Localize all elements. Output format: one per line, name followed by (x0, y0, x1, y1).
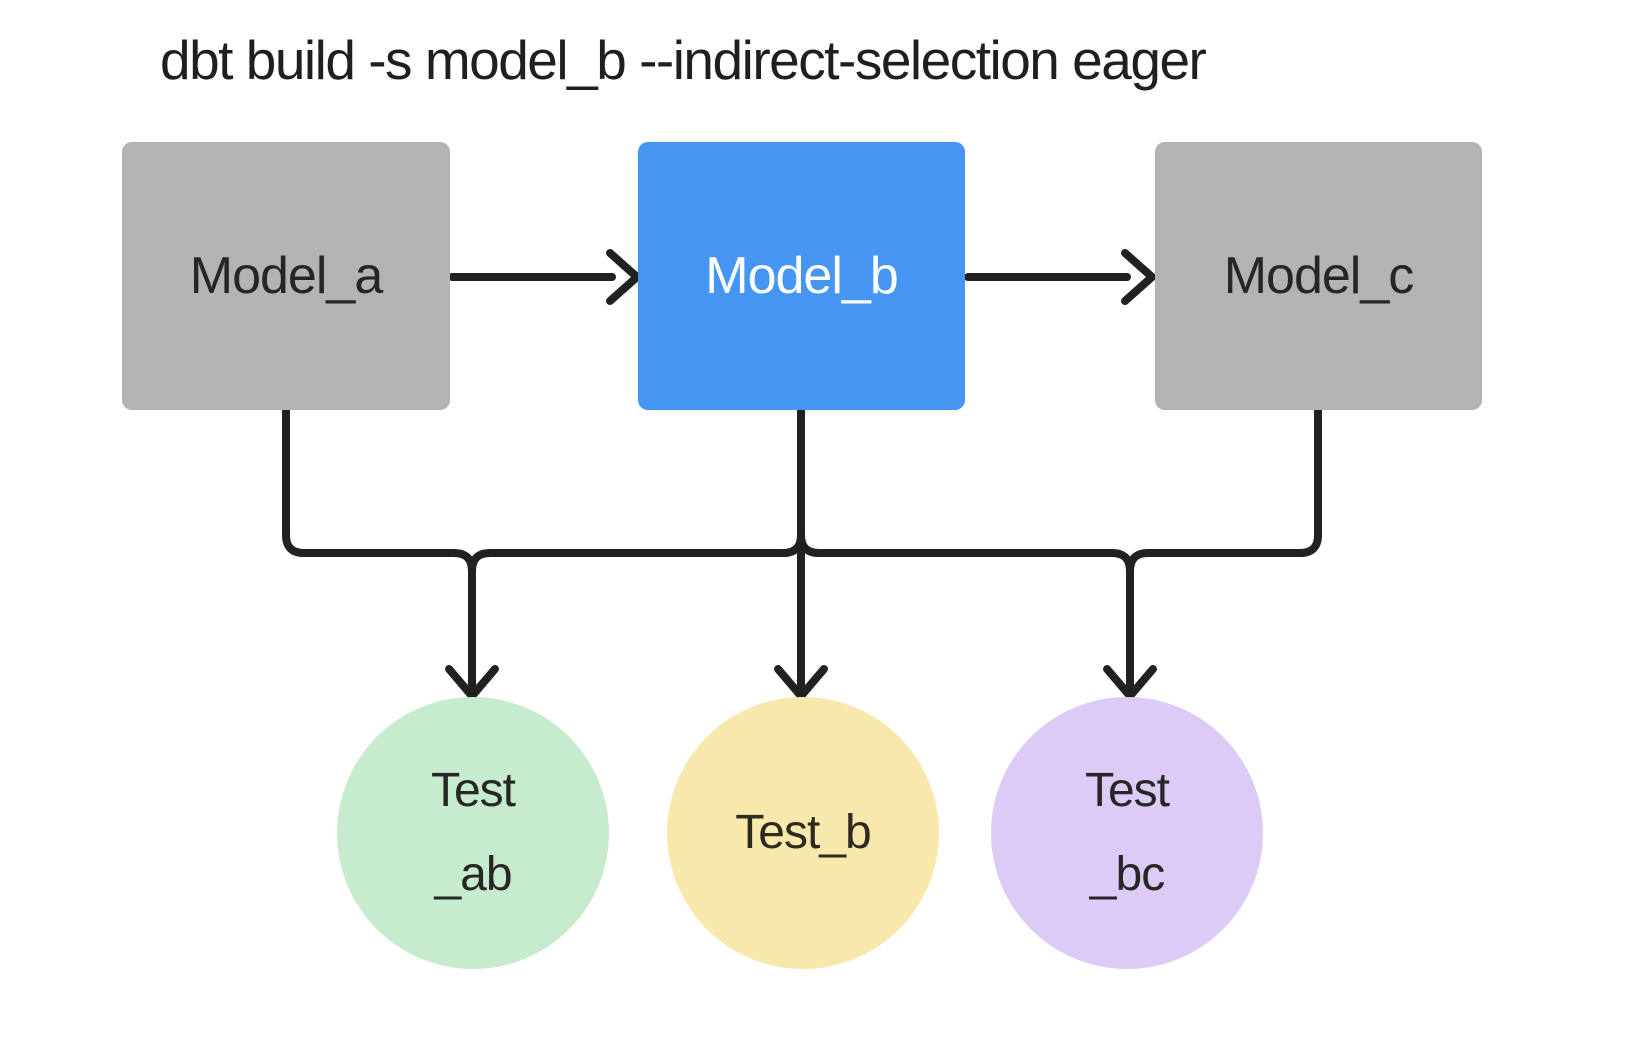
node-test-bc-label-line-2: _bc (1089, 848, 1165, 901)
node-test-b-label-line-1: Test_b (735, 806, 871, 859)
node-model-c-label: Model_c (1223, 247, 1415, 305)
node-test-ab: Test _ab (337, 697, 609, 969)
node-test-ab-label-line-2: _ab (434, 848, 512, 901)
arrowhead-right-model-c-icon (1121, 249, 1156, 305)
node-model-b-label: Model_b (705, 247, 898, 305)
edge-model-b-to-test-bc (797, 406, 1134, 614)
arrowhead-down-test-b-icon (774, 665, 828, 700)
node-model-b: Model_b (638, 142, 965, 410)
node-test-ab-label-line-1: Test (430, 764, 516, 817)
arrowhead-right-model-b-icon (606, 249, 641, 305)
edge-model-b-to-test-ab (468, 406, 805, 614)
node-test-b: Test_b (667, 697, 939, 969)
edge-model-c-to-test-bc (1126, 406, 1322, 690)
arrowhead-down-test-bc-icon (1103, 665, 1157, 700)
node-model-a-label: Model_a (189, 247, 383, 305)
node-test-bc-label-line-1: Test (1084, 764, 1170, 817)
node-test-bc: Test _bc (991, 697, 1263, 969)
edge-model-a-to-test-ab (282, 406, 476, 690)
diagram-title: dbt build -s model_b --indirect-selectio… (160, 29, 1207, 91)
node-model-a: Model_a (122, 142, 450, 410)
node-model-c: Model_c (1155, 142, 1482, 410)
arrowhead-down-test-ab-icon (445, 665, 499, 700)
